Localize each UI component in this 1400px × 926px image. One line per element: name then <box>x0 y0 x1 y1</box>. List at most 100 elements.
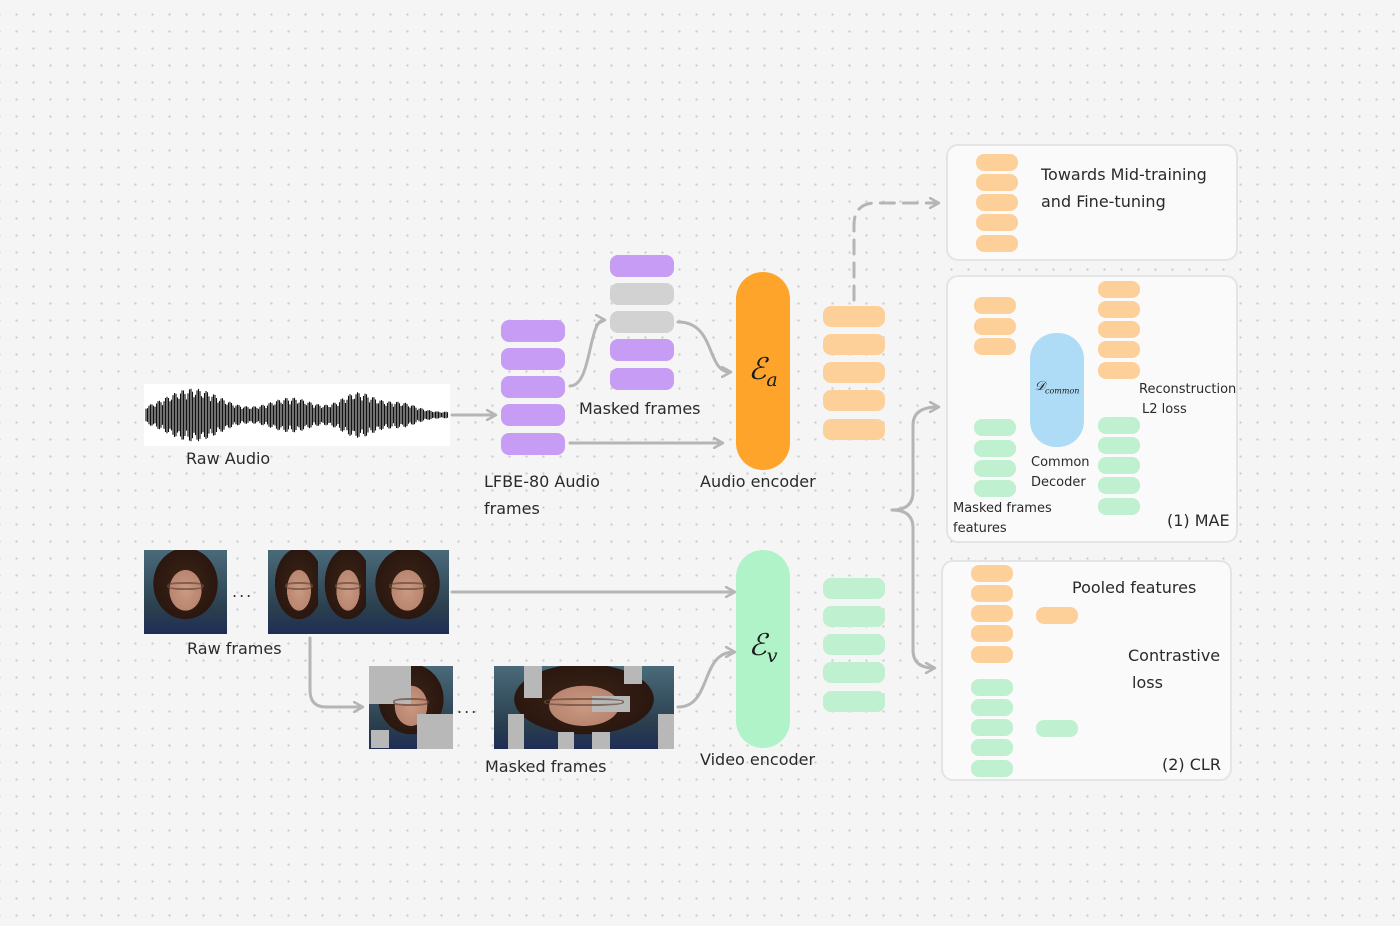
clr-audio-token <box>971 605 1013 622</box>
mae-recon-audio-token <box>1098 281 1140 298</box>
audio-encoder-label: Audio encoder <box>700 472 816 491</box>
mae-video-token <box>974 440 1016 457</box>
frame-mask-patch <box>417 714 453 749</box>
finetuning-panel: Towards Mid-training and Fine-tuning <box>946 144 1238 261</box>
arrow-brace-to-mae <box>890 407 938 512</box>
mae-recon-audio-token <box>1098 321 1140 338</box>
clr-video-token <box>971 699 1013 716</box>
lfbe-token <box>501 348 565 370</box>
lfbe-token <box>501 433 565 455</box>
arrow-lfbe-to-masked <box>568 320 604 388</box>
lfbe-label-line2: frames <box>484 499 540 518</box>
feature-token <box>976 214 1018 231</box>
frame-mask-patch <box>369 666 411 704</box>
audio-feature-token <box>823 390 885 411</box>
mae-recon-video-token <box>1098 437 1140 454</box>
masked-audio-token <box>610 368 674 390</box>
contrastive-loss-line2: loss <box>1132 673 1163 692</box>
recon-loss-line2: L2 loss <box>1142 402 1187 417</box>
audio-feature-token <box>823 362 885 383</box>
mae-recon-video-token <box>1098 477 1140 494</box>
mae-panel: 𝒟common Common Decoder Reconstruction L2… <box>946 275 1238 543</box>
masked-frames-audio-label: Masked frames <box>579 399 701 418</box>
arrow-dashed-to-finetuning <box>852 203 938 302</box>
arrow-masked-to-audio-encoder <box>676 320 730 372</box>
feature-token <box>976 235 1018 252</box>
clr-video-token <box>971 739 1013 756</box>
arrow-frames-to-masked <box>308 636 362 707</box>
video-encoder-label: Video encoder <box>700 750 816 769</box>
video-encoder: ℰv <box>736 550 790 748</box>
lfbe-token <box>501 404 565 426</box>
masked-features-line1: Masked frames <box>953 501 1052 516</box>
clr-video-token <box>971 679 1013 696</box>
mae-recon-audio-token <box>1098 341 1140 358</box>
masked-frames-ellipsis: ... <box>457 698 479 717</box>
masked-audio-token <box>610 255 674 277</box>
video-encoder-symbol: ℰv <box>748 628 778 667</box>
clr-panel: Pooled features Contrastive loss (2) CLR <box>941 560 1232 781</box>
waveform-path <box>145 388 449 442</box>
feature-token <box>976 194 1018 211</box>
mae-recon-audio-token <box>1098 301 1140 318</box>
arrow-brace-to-clr <box>890 508 934 668</box>
frame-mask-patch <box>508 714 524 749</box>
mae-recon-audio-token <box>1098 362 1140 379</box>
masked-frame-image <box>494 666 674 749</box>
frame-mask-patch <box>592 732 610 749</box>
video-feature-token <box>823 662 885 683</box>
clr-audio-token <box>971 585 1013 602</box>
frame-mask-patch <box>558 732 574 749</box>
mae-video-token <box>974 480 1016 497</box>
mae-video-token <box>974 460 1016 477</box>
masked-frames-video-label: Masked frames <box>485 757 607 776</box>
raw-frame-image <box>144 550 227 634</box>
mae-audio-token <box>974 338 1016 355</box>
audio-feature-token <box>823 306 885 327</box>
feature-token <box>976 174 1018 191</box>
video-feature-token <box>823 578 885 599</box>
video-feature-token <box>823 634 885 655</box>
mae-recon-video-token <box>1098 498 1140 515</box>
audio-feature-token <box>823 419 885 440</box>
arrow-masked-to-video-encoder <box>676 652 734 709</box>
clr-tag: (2) CLR <box>1162 755 1221 774</box>
mae-recon-video-token <box>1098 417 1140 434</box>
frame-mask-patch <box>658 714 674 749</box>
clr-audio-token <box>971 565 1013 582</box>
finetuning-text-line1: Towards Mid-training <box>1041 165 1207 184</box>
recon-loss-line1: Reconstruction <box>1139 382 1237 397</box>
video-feature-token <box>823 606 885 627</box>
audio-encoder-symbol: ℰa <box>748 352 778 391</box>
pooled-video-feature <box>1036 720 1078 737</box>
video-feature-token <box>823 691 885 712</box>
masked-frame-image <box>369 666 453 749</box>
frame-mask-patch <box>371 730 389 748</box>
masked-audio-token-hidden <box>610 311 674 333</box>
raw-audio-label: Raw Audio <box>186 449 271 468</box>
clr-video-token <box>971 760 1013 777</box>
raw-audio-waveform <box>144 384 450 446</box>
frame-mask-patch <box>524 666 542 698</box>
mae-tag: (1) MAE <box>1167 511 1230 530</box>
common-decoder: 𝒟common <box>1030 333 1084 447</box>
pooled-audio-feature <box>1036 607 1078 624</box>
mae-audio-token <box>974 297 1016 314</box>
pooled-features-label: Pooled features <box>1072 578 1197 597</box>
audio-encoder: ℰa <box>736 272 790 470</box>
masked-features-line2: features <box>953 521 1007 536</box>
lfbe-token <box>501 376 565 398</box>
frame-mask-patch <box>592 696 630 712</box>
raw-frames-ellipsis: ... <box>232 582 254 601</box>
frame-mask-patch <box>624 666 642 684</box>
mae-video-token <box>974 419 1016 436</box>
masked-audio-token <box>610 339 674 361</box>
finetuning-text-line2: and Fine-tuning <box>1041 192 1166 211</box>
lfbe-token <box>501 320 565 342</box>
contrastive-loss-line1: Contrastive <box>1128 646 1221 665</box>
audio-feature-token <box>823 334 885 355</box>
mae-recon-video-token <box>1098 457 1140 474</box>
raw-frame-image <box>366 550 449 634</box>
clr-video-token <box>971 719 1013 736</box>
raw-frames-label: Raw frames <box>187 639 282 658</box>
